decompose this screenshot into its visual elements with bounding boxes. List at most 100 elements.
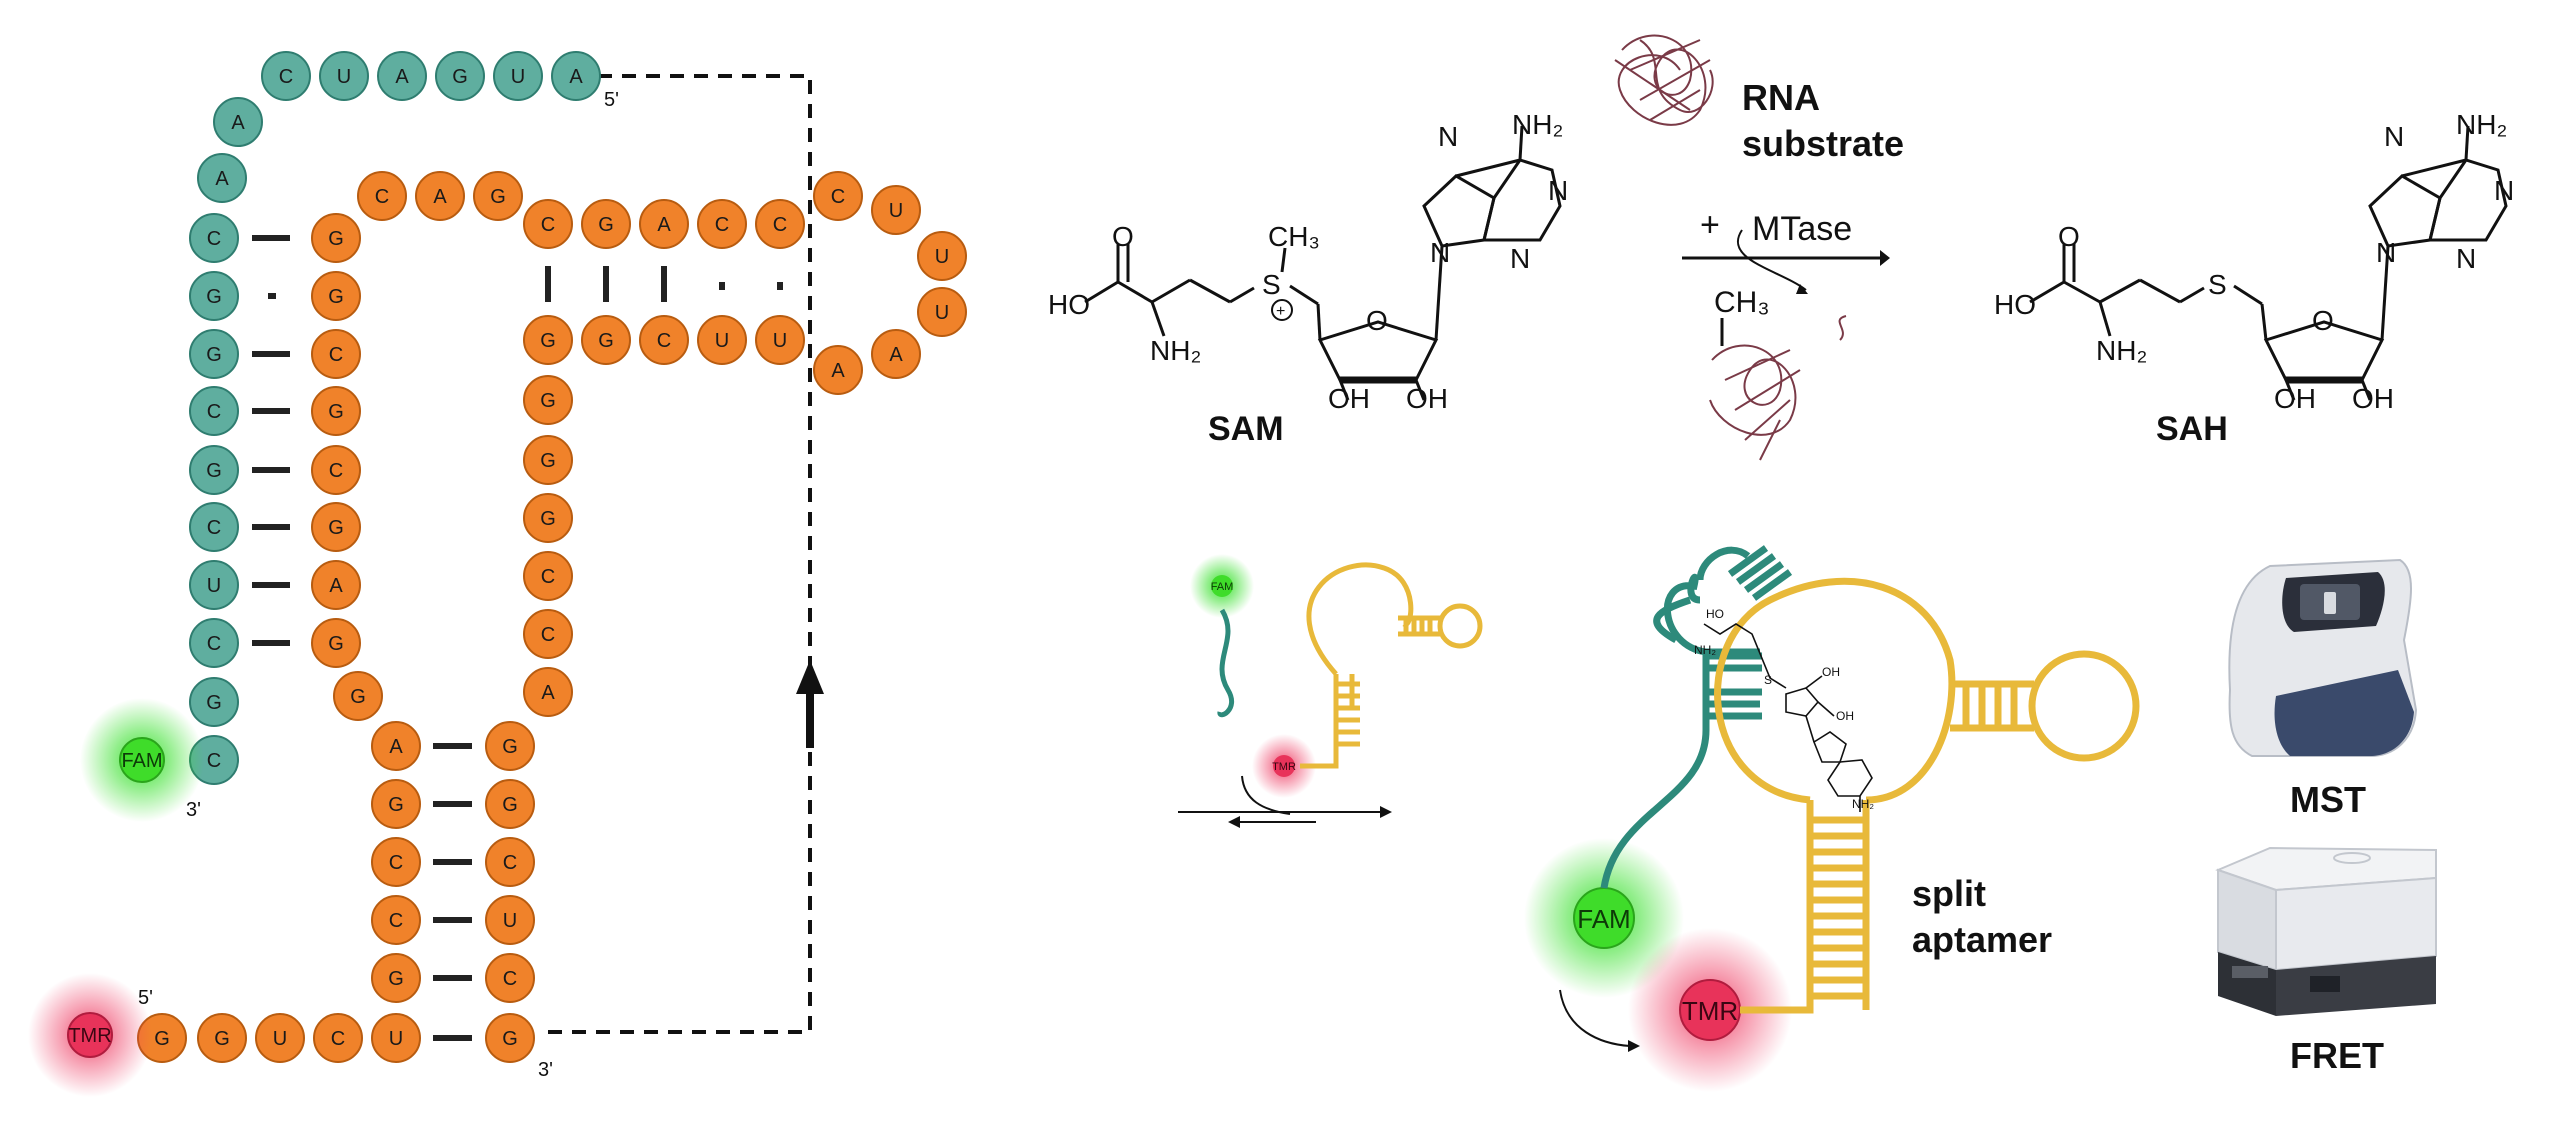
bound-sah-atoms: HO NH₂ S OH OH NH₂ bbox=[1694, 607, 1874, 811]
orange-nucleotide-label: G bbox=[598, 330, 614, 352]
orange-nucleotide-label: C bbox=[831, 186, 845, 208]
orange-nucleotide bbox=[485, 779, 535, 829]
teal-nucleotide-label: A bbox=[395, 66, 409, 88]
methylated-rna-icon bbox=[1709, 315, 1847, 461]
rna-substrate-icon bbox=[1614, 34, 1714, 126]
bound-s: S bbox=[1764, 673, 1772, 687]
orange-nucleotide-label: C bbox=[503, 852, 517, 874]
orange-nucleotide bbox=[371, 837, 421, 887]
orange-nucleotide bbox=[523, 609, 573, 659]
orange-nucleotide-label: G bbox=[490, 186, 506, 208]
bound-sah-sketch bbox=[1703, 623, 1873, 812]
orange-nucleotide bbox=[581, 199, 631, 249]
bound-nh2: NH₂ bbox=[1694, 643, 1716, 657]
orange-nucleotide bbox=[371, 721, 421, 771]
orange-nucleotide-label: G bbox=[350, 686, 366, 708]
orange-nucleotide-label: C bbox=[541, 624, 555, 646]
rna-substrate-label-1: RNA bbox=[1742, 77, 1820, 118]
reaction-arrow-icon bbox=[1682, 229, 1890, 294]
orange-nucleotide bbox=[639, 315, 689, 365]
orange-nucleotide bbox=[371, 895, 421, 945]
sah-ring-o: O bbox=[2312, 305, 2334, 336]
orange-nucleotide-label: C bbox=[329, 344, 343, 366]
teal-nucleotide bbox=[189, 213, 239, 263]
sah-n7: N bbox=[2384, 121, 2404, 152]
teal-nucleotide bbox=[189, 618, 239, 668]
orange-nucleotide-label: G bbox=[502, 794, 518, 816]
orange-nucleotide-label: U bbox=[389, 1028, 403, 1050]
svg-text:+: + bbox=[1276, 303, 1285, 320]
orange-nucleotide bbox=[311, 502, 361, 552]
rna-substrate-label-2: substrate bbox=[1742, 123, 1904, 164]
teal-nucleotide-label: C bbox=[279, 66, 293, 88]
teal-nucleotide-label: A bbox=[231, 112, 245, 134]
bound-ho: HO bbox=[1706, 607, 1724, 621]
orange-nucleotide-label: G bbox=[328, 286, 344, 308]
orange-nucleotide bbox=[473, 171, 523, 221]
small-fam-label: FAM bbox=[1211, 581, 1234, 593]
teal-nucleotide bbox=[213, 97, 263, 147]
three-prime-bottom: 3' bbox=[538, 1059, 553, 1081]
sam-oh2: OH bbox=[1406, 383, 1448, 414]
orange-nucleotide-label: C bbox=[657, 330, 671, 352]
fam-label: FAM bbox=[121, 750, 162, 772]
sam-atoms: HO O NH₂ S + CH₃ O OH OH N N N N NH₂ SAM bbox=[1048, 109, 1568, 448]
teal-nucleotide-label: G bbox=[206, 344, 222, 366]
fret-instrument-icon bbox=[2215, 846, 2437, 1016]
orange-nucleotide-label: U bbox=[715, 330, 729, 352]
teal-nucleotide bbox=[493, 51, 543, 101]
orange-nucleotide bbox=[697, 315, 747, 365]
tmr-dye: TMR bbox=[28, 973, 152, 1097]
teal-nucleotide-label: C bbox=[207, 228, 221, 250]
sah-s: S bbox=[2208, 269, 2227, 300]
orange-nucleotide-label: A bbox=[831, 360, 845, 382]
big-fam-label: FAM bbox=[1577, 904, 1630, 934]
teal-nucleotide bbox=[261, 51, 311, 101]
orange-nucleotide-label: G bbox=[328, 228, 344, 250]
big-tmr-label: TMR bbox=[1682, 996, 1738, 1026]
orange-nucleotide-label: U bbox=[273, 1028, 287, 1050]
teal-nucleotide bbox=[189, 329, 239, 379]
orange-nucleotide-label: G bbox=[328, 633, 344, 655]
three-prime-fam: 3' bbox=[186, 799, 201, 821]
five-prime-tmr: 5' bbox=[138, 987, 153, 1009]
sam-oh1: OH bbox=[1328, 383, 1370, 414]
teal-nucleotide bbox=[189, 386, 239, 436]
split-label-1: split bbox=[1912, 873, 1986, 914]
sam-n7: N bbox=[1438, 121, 1458, 152]
sam-n3: N bbox=[1510, 243, 1530, 274]
orange-nucleotide-label: C bbox=[503, 968, 517, 990]
sam-ring-o: O bbox=[1366, 305, 1388, 336]
dashed-connector bbox=[540, 74, 812, 1034]
orange-nucleotide-label: C bbox=[389, 852, 403, 874]
bound-oh1: OH bbox=[1822, 665, 1840, 679]
sah-o: O bbox=[2058, 221, 2080, 252]
orange-nucleotide bbox=[813, 345, 863, 395]
orange-nucleotide bbox=[871, 329, 921, 379]
orange-nucleotide bbox=[485, 1013, 535, 1063]
sah-n9: N bbox=[2376, 237, 2396, 268]
orange-nucleotide-label: G bbox=[540, 330, 556, 352]
sam-nh2-adenine: NH₂ bbox=[1512, 109, 1563, 140]
sah-atoms: HO O NH₂ S O OH OH N N N N NH₂ SAH bbox=[1994, 109, 2514, 448]
sah-oh1: OH bbox=[2274, 383, 2316, 414]
orange-nucleotide-label: G bbox=[154, 1028, 170, 1050]
orange-nucleotide-label: C bbox=[331, 1028, 345, 1050]
sah-ho: HO bbox=[1994, 289, 2036, 320]
sam-n1: N bbox=[1548, 175, 1568, 206]
orange-nucleotide-label: A bbox=[329, 575, 343, 597]
orange-nucleotide bbox=[523, 375, 573, 425]
orange-nucleotide-label: G bbox=[598, 214, 614, 236]
orange-nucleotide bbox=[697, 199, 747, 249]
orange-nucleotide-label: G bbox=[540, 390, 556, 412]
orange-nucleotide bbox=[485, 953, 535, 1003]
orange-nucleotide bbox=[255, 1013, 305, 1063]
orange-nucleotide-label: U bbox=[935, 246, 949, 268]
orange-nucleotide bbox=[485, 721, 535, 771]
tmr-label: TMR bbox=[68, 1025, 111, 1047]
teal-nucleotide-label: A bbox=[569, 66, 583, 88]
orange-nucleotide bbox=[333, 671, 383, 721]
